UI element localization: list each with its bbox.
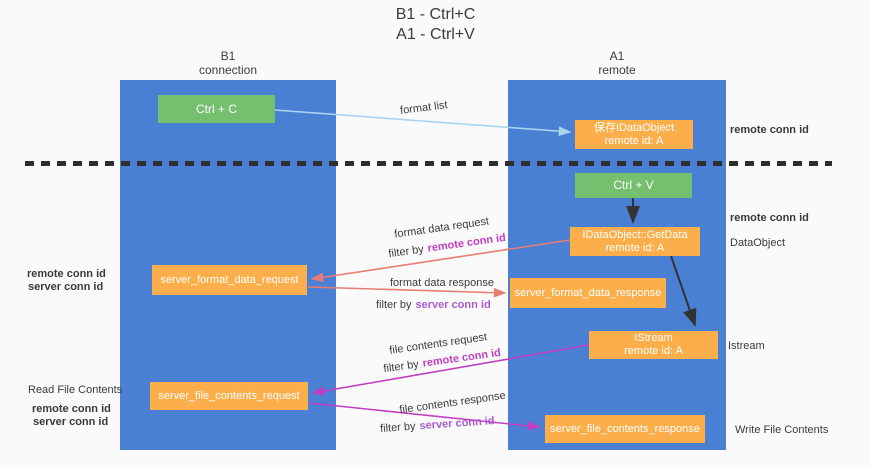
- node-server-format-data-request-label: server_format_data_request: [160, 273, 299, 286]
- header-b1: B1 connection: [120, 49, 336, 77]
- header-b1-role: connection: [198, 63, 258, 77]
- node-istream-line1: IStream: [634, 332, 673, 344]
- node-getdata-line2: remote id: A: [605, 241, 665, 254]
- title-line-1: B1 - Ctrl+C: [395, 6, 476, 23]
- label-read-file-contents: Read File Contents: [28, 384, 123, 396]
- label-format-data-response: format data response: [390, 277, 494, 289]
- label-server-conn-id-left-2: server conn id: [33, 416, 109, 428]
- node-server-file-contents-request-label: server_file_contents_request: [158, 389, 300, 402]
- label-dataobject: DataObject: [730, 237, 786, 249]
- label-remote-conn-id-right-2: remote conn id: [730, 212, 809, 224]
- node-server-file-contents-response: server_file_contents_response: [545, 415, 705, 443]
- node-getdata-line1: IDataObject::GetData: [582, 228, 688, 241]
- node-ctrl-v-label: Ctrl + V: [613, 178, 654, 192]
- label-istream: Istream: [728, 340, 765, 352]
- label-remote-conn-id-right-1: remote conn id: [730, 124, 809, 136]
- label-file-contents-response: file contents response: [398, 389, 507, 417]
- label-format-list: format list: [399, 99, 449, 117]
- header-b1-name: B1: [220, 49, 236, 63]
- page-title: B1 - Ctrl+C A1 - Ctrl+V: [0, 5, 871, 45]
- node-ctrl-c-label: Ctrl + C: [195, 101, 237, 116]
- node-server-format-data-response: server_format_data_response: [510, 278, 666, 308]
- header-a1-role: remote: [598, 63, 636, 77]
- title-line-2: A1 - Ctrl+V: [396, 26, 475, 43]
- node-ctrl-c: Ctrl + C: [158, 95, 275, 123]
- label-write-file-contents: Write File Contents: [735, 424, 829, 436]
- node-idataobject-getdata: IDataObject::GetData remote id: A: [570, 227, 700, 256]
- node-save-idataobject-line1: 保存IDataObject: [593, 121, 675, 134]
- node-istream-line2: remote id: A: [624, 345, 683, 357]
- separator-dashed-line: [25, 161, 832, 166]
- label-server-conn-id-left-1: server conn id: [28, 281, 104, 293]
- node-server-format-data-request: server_format_data_request: [152, 265, 307, 295]
- node-save-idataobject-line2: remote id: A: [604, 134, 664, 147]
- node-save-idataobject: 保存IDataObject remote id: A: [575, 120, 693, 149]
- node-server-file-contents-response-label: server_file_contents_response: [550, 422, 700, 435]
- node-server-format-data-response-label: server_format_data_response: [514, 286, 662, 299]
- header-a1: A1 remote: [508, 49, 726, 77]
- node-server-file-contents-request: server_file_contents_request: [150, 382, 308, 410]
- label-remote-conn-id-left-1: remote conn id: [27, 268, 106, 280]
- header-a1-name: A1: [609, 49, 625, 63]
- node-ctrl-v: Ctrl + V: [575, 173, 692, 198]
- label-remote-conn-id-left-2: remote conn id: [32, 403, 111, 415]
- node-istream: IStream remote id: A: [589, 331, 718, 359]
